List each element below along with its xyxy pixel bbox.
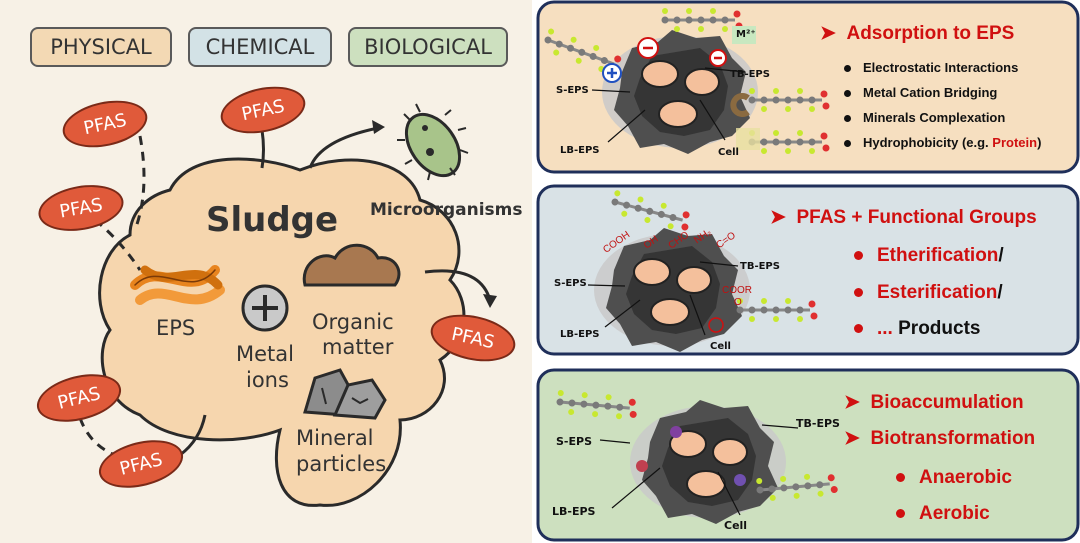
lb-eps-label: LB-EPS (560, 145, 600, 156)
mineral-label: Mineral (296, 426, 374, 450)
mineral-icon (736, 128, 760, 150)
cell-label: Cell (724, 519, 748, 532)
bullet-electrostatic: Electrostatic Interactions (844, 60, 1018, 75)
etherification-item: Etherification/ (854, 246, 1004, 265)
arrowhead-icon (483, 294, 497, 308)
particles-label: particles (296, 452, 387, 476)
bioaccumulation-header: ➤ Bioaccumulation (844, 392, 1024, 413)
benzene-icon (708, 317, 724, 333)
microbe-icon (734, 474, 746, 486)
solid-connector (179, 414, 207, 457)
matter-label: matter (322, 335, 394, 359)
organic-label: Organic (312, 310, 394, 334)
lb-eps-label: LB-EPS (560, 329, 600, 340)
s-eps-label: S-EPS (556, 85, 589, 96)
tb-eps-label: TB-EPS (796, 417, 840, 430)
microorganism-icon (397, 103, 469, 181)
bullet-minerals: Minerals Complexation (844, 110, 1005, 125)
biotransformation-header: ➤ Biotransformation (844, 428, 1036, 449)
organic-matter-icon (302, 243, 401, 287)
bullet-cation-bridging: Metal Cation Bridging (844, 85, 997, 100)
dashed-connector (133, 135, 146, 231)
arrow-to-microorganisms (308, 126, 379, 169)
arrow-to-pfas (424, 269, 492, 301)
adsorption-header: ➤ Adsorption to EPS (820, 23, 1015, 44)
s-eps-label: S-EPS (554, 278, 587, 289)
tb-eps-label: TB-EPS (740, 261, 780, 272)
functional-groups-header: ➤ PFAS + Functional Groups (770, 207, 1037, 228)
lb-eps-label: LB-EPS (552, 505, 596, 518)
metal-cation-label: M²⁺ (736, 29, 756, 40)
chemical-tag: CHEMICAL (188, 27, 332, 67)
physical-tag: PHYSICAL (30, 27, 172, 67)
microorganisms-label: Microorganisms (370, 200, 523, 220)
solid-connector (260, 129, 265, 169)
microbe-icon (636, 460, 648, 472)
metal-cation-icon (732, 26, 756, 44)
microbe-icon (670, 426, 682, 438)
sludge-title: Sludge (206, 200, 339, 240)
s-eps-label: S-EPS (556, 435, 592, 448)
cell-label: Cell (718, 147, 739, 158)
o-group: O (734, 297, 742, 308)
esterification-item: Esterification/ (854, 283, 1003, 302)
metal-ion-icon (241, 284, 289, 332)
metal-label: Metal (236, 342, 294, 366)
eps-strands-icon (130, 265, 225, 305)
ions-label: ions (246, 368, 289, 392)
products-item: ... Products (854, 319, 980, 338)
anaerobic-item: Anaerobic (896, 468, 1012, 487)
bullet-hydrophobicity: Hydrophobicity (e.g. Protein) (844, 135, 1041, 150)
biological-tag: BIOLOGICAL (348, 27, 508, 67)
arrowhead-icon (372, 120, 385, 134)
mineral-particles-icon (303, 368, 387, 420)
cell-label: Cell (710, 341, 731, 352)
tb-eps-label: TB-EPS (730, 69, 770, 80)
eps-label: EPS (156, 316, 196, 340)
coor-group: COOR (722, 285, 752, 296)
aerobic-item: Aerobic (896, 504, 990, 523)
protein-icon (730, 93, 750, 117)
